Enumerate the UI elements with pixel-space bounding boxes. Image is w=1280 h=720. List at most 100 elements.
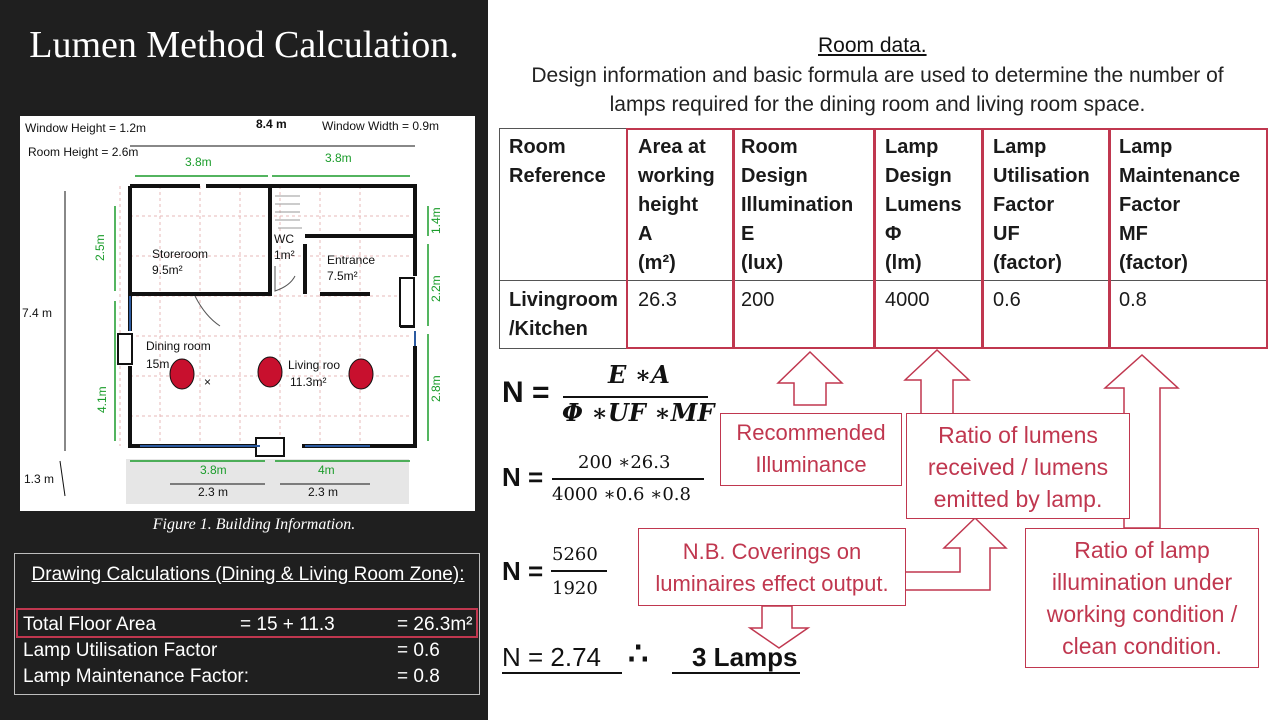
svg-text:8.4 m: 8.4 m [256, 117, 287, 131]
numerator-1: E ∗A [608, 360, 670, 389]
entrance-label: Entrance [327, 253, 375, 267]
table-header-text: Design [885, 165, 952, 187]
table-header-text: Φ [885, 223, 902, 245]
drawing-calculations: Drawing Calculations (Dining & Living Ro… [14, 553, 480, 695]
table-header-text: Factor [1119, 194, 1181, 216]
table-header-text: Lumens [885, 194, 962, 216]
up-arrow-icon [903, 348, 971, 419]
n-label-2: N = [502, 462, 544, 492]
table-cell: 4000 [885, 289, 930, 311]
denominator-2: 4000 ∗0.6 ∗0.8 [552, 484, 691, 505]
calc-row-uf: Lamp Utilisation Factor = 0.6 [23, 640, 440, 661]
table-header-text: (factor) [993, 252, 1062, 274]
table-header-text: (m²) [638, 252, 676, 274]
svg-text:×: × [204, 375, 211, 389]
table-header-text: Room [509, 136, 566, 158]
floor-plan: Window Height = 1.2m Window Width = 0.9m… [20, 116, 475, 511]
table-header-text: UF [993, 223, 1020, 245]
table-header-text: Reference [509, 165, 606, 187]
table-header-text: MF [1119, 223, 1148, 245]
table-cell: 0.8 [1119, 289, 1147, 311]
floor-plan-drawing: Window Height = 1.2m Window Width = 0.9m… [22, 117, 443, 504]
svg-text:11.3m²: 11.3m² [290, 375, 326, 389]
therefore-symbol: ∴ [628, 634, 649, 672]
fraction-bar-3 [551, 570, 607, 572]
result-lamps: 3 Lamps [692, 642, 798, 672]
room-data-title: Room data. [818, 34, 927, 57]
callout-ratio-lamp: Ratio of lamp illumination under working… [1025, 528, 1259, 668]
table-header-text: Design [741, 165, 808, 187]
svg-text:2.8m: 2.8m [429, 375, 443, 402]
red-column-box [1109, 128, 1268, 349]
svg-text:15m: 15m [146, 357, 169, 371]
lamp-icon [169, 358, 195, 390]
fraction-bar-2 [552, 478, 704, 480]
table-header-text: Area at [638, 136, 706, 158]
svg-text:4.1m: 4.1m [95, 386, 109, 413]
numerator-2: 200 ∗26.3 [578, 452, 671, 473]
svg-text:1.3 m: 1.3 m [24, 472, 54, 486]
wc-label: WC [274, 232, 294, 246]
table-header-text: Illumination [741, 194, 854, 216]
table-header-text: A [638, 223, 653, 245]
svg-text:7.4 m: 7.4 m [22, 306, 52, 320]
dining-room-label: Dining room [146, 339, 211, 353]
table-header-text: working [638, 165, 715, 187]
svg-text:7.5m²: 7.5m² [327, 269, 358, 283]
table-header-text: (lux) [741, 252, 784, 274]
window-height-label: Window Height = 1.2m [25, 121, 146, 135]
table-header-text: Lamp [993, 136, 1047, 158]
table-header-text: Lamp [885, 136, 939, 158]
table-cell: 26.3 [638, 289, 677, 311]
result-underline [502, 672, 622, 674]
n-label-3: N = [502, 556, 544, 586]
callout-ratio-lumens: Ratio of lumens received / lumens emitte… [906, 413, 1130, 519]
table-header-text: Maintenance [1119, 165, 1241, 187]
storeroom-label: Storeroom [152, 247, 208, 261]
table-header-text: Factor [993, 194, 1055, 216]
lamps-underline [672, 672, 800, 674]
svg-text:2.3 m: 2.3 m [198, 485, 228, 499]
calc-heading: Drawing Calculations (Dining & Living Ro… [31, 564, 465, 585]
up-arrow-icon [776, 350, 844, 406]
highlight-box [16, 608, 478, 638]
result-value: N = 2.74 [502, 642, 602, 672]
slide-title: Lumen Method Calculation. [29, 24, 459, 66]
intro-text: Design information and basic formula are… [531, 64, 1224, 116]
denominator-3: 1920 [552, 578, 598, 599]
svg-text:2.2m: 2.2m [429, 275, 443, 302]
callout-nb-coverings: N.B. Coverings on luminaires effect outp… [638, 528, 906, 606]
window-width-label: Window Width = 0.9m [322, 119, 439, 133]
calc-row-area: Total Floor Area = 15 + 11.3 = 26.3m² [23, 614, 473, 635]
svg-text:2.3 m: 2.3 m [308, 485, 338, 499]
lamp-icon [348, 358, 374, 390]
callout-recommended: Recommended Illuminance [720, 413, 902, 486]
svg-text:1m²: 1m² [274, 248, 295, 262]
table-header-text: Lamp [1119, 136, 1173, 158]
svg-text:3.8m: 3.8m [325, 151, 352, 165]
left-panel: Lumen Method Calculation. [0, 0, 488, 720]
table-cell: Livingroom [509, 289, 618, 311]
fraction-bar-1 [563, 396, 708, 398]
denominator-1: Φ ∗UF ∗MF [562, 398, 715, 427]
table-header-text: Utilisation [993, 165, 1090, 187]
bent-arrow-icon [904, 516, 1008, 591]
table-header-text: (lm) [885, 252, 922, 274]
table-header-text: (factor) [1119, 252, 1188, 274]
svg-text:3.8m: 3.8m [200, 463, 227, 477]
n-label-1: N = [502, 376, 550, 409]
room-height-label: Room Height = 2.6m [28, 145, 138, 159]
svg-text:9.5m²: 9.5m² [152, 263, 183, 277]
figure-caption: Figure 1. Building Information. [152, 516, 356, 533]
table-header-text: Room [741, 136, 798, 158]
living-room-label: Living roo [288, 358, 340, 372]
svg-text:4m: 4m [318, 463, 335, 477]
calc-row-mf: Lamp Maintenance Factor: = 0.8 [23, 666, 440, 687]
table-header-text: height [638, 194, 698, 216]
svg-text:1.4m: 1.4m [429, 207, 443, 234]
table-cell: 0.6 [993, 289, 1021, 311]
table-header-text: E [741, 223, 755, 245]
table-cell: 200 [741, 289, 775, 311]
table-cell: /Kitchen [509, 318, 588, 340]
